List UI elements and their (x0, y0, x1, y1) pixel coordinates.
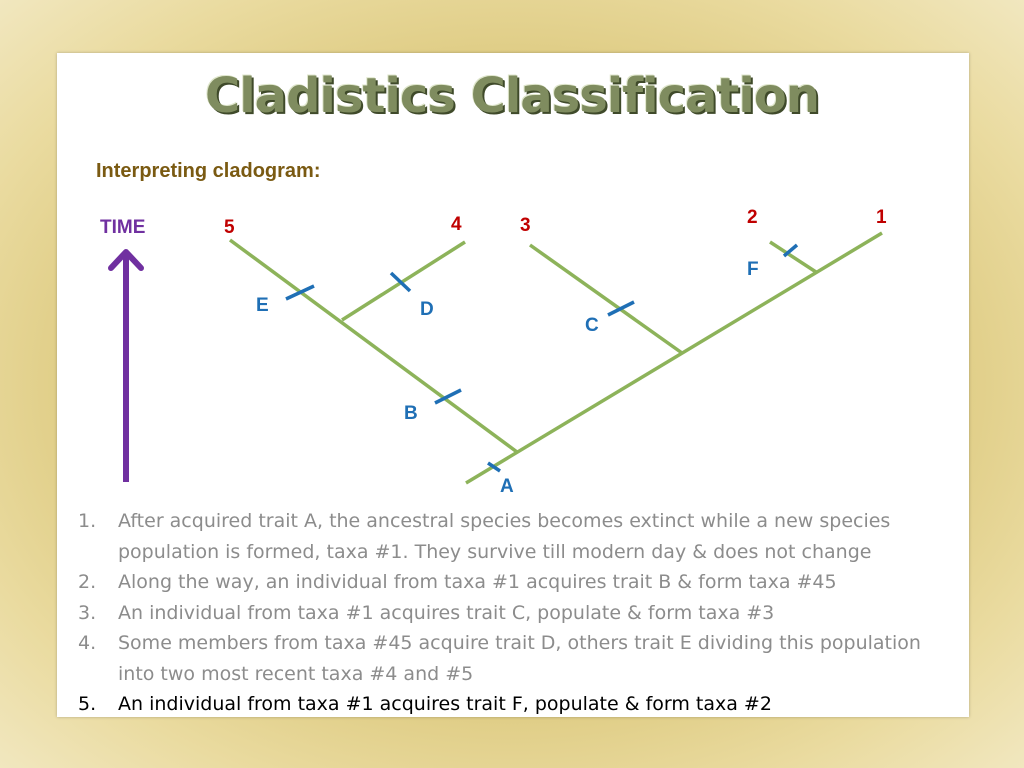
taxon-label-2: 2 (747, 207, 758, 228)
branch-to-taxa-2 (769, 240, 817, 274)
trait-mark-e (285, 284, 315, 301)
slide-subtitle: Interpreting cladogram: (96, 160, 321, 182)
list-item-text: Along the way, an individual from taxa #… (118, 571, 837, 593)
taxon-label-1: 1 (876, 207, 887, 228)
list-item-text: Some members from taxa #45 acquire trait… (118, 632, 921, 685)
list-item-number: 2. (78, 571, 97, 593)
list-item: 2. Along the way, an individual from tax… (78, 567, 963, 598)
trait-label-f: F (747, 259, 759, 280)
trait-label-e: E (256, 295, 269, 316)
list-item-number: 3. (78, 601, 97, 624)
branch-to-taxa-45 (228, 238, 519, 454)
slide-title: Cladistics Classification (205, 68, 820, 124)
branch-to-taxa-4 (341, 240, 466, 322)
taxon-label-3: 3 (520, 215, 531, 236)
trait-mark-a (487, 461, 501, 473)
list-item-number: 5. (78, 693, 97, 715)
trait-label-d: D (420, 299, 434, 320)
taxon-label-5: 5 (224, 217, 235, 238)
trait-mark-b (434, 388, 462, 405)
trait-label-a: A (500, 476, 514, 497)
list-item: 1. After acquired trait A, the ancestral… (78, 506, 963, 567)
time-label: TIME (100, 217, 145, 238)
list-item-number: 4. (78, 632, 97, 654)
trait-mark-d (389, 271, 412, 293)
taxon-label-4: 4 (451, 214, 462, 235)
slide-panel (57, 53, 969, 717)
explanation-list: 1. After acquired trait A, the ancestral… (78, 506, 963, 720)
list-item-text: An individual from taxa #1 acquires trai… (118, 693, 772, 715)
list-item-highlighted: 5. An individual from taxa #1 acquires t… (78, 689, 963, 720)
list-item-text: An individual from taxa #1 acquires trai… (118, 601, 775, 624)
list-item-number: 1. (78, 510, 97, 532)
trait-label-c: C (585, 315, 599, 336)
trait-mark-f (782, 243, 799, 258)
time-arrow-head (108, 249, 144, 271)
main-branch (465, 231, 883, 485)
list-item: 4. Some members from taxa #45 acquire tr… (78, 628, 963, 689)
list-item-text: After acquired trait A, the ancestral sp… (118, 510, 891, 563)
trait-mark-c (607, 300, 635, 317)
list-item: 3. An individual from taxa #1 acquires t… (78, 598, 963, 629)
branch-to-taxa-3 (528, 243, 684, 355)
trait-label-b: B (404, 403, 418, 424)
